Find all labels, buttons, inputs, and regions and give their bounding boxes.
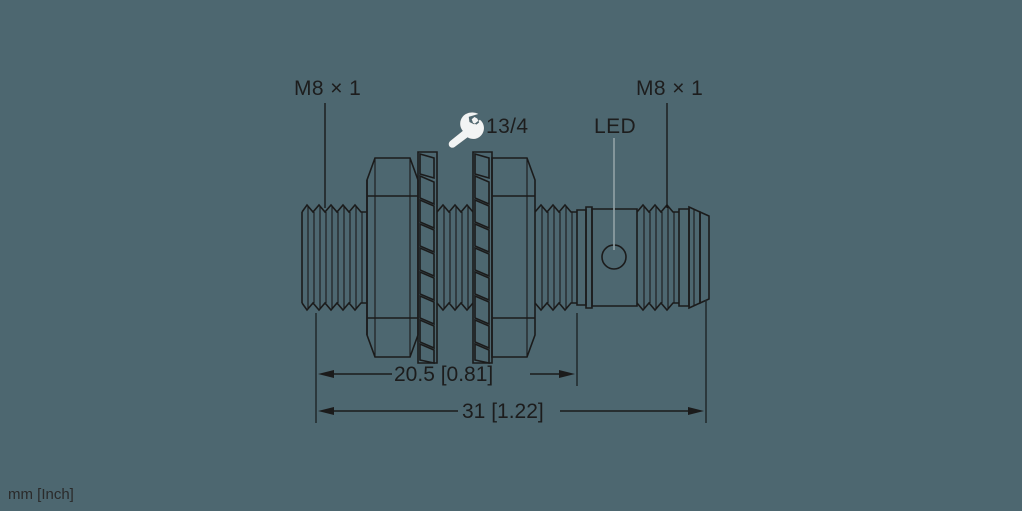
middle-thread-section (436, 203, 474, 312)
dim-arrow-right-2 (688, 407, 704, 415)
label-led: LED (594, 115, 636, 138)
front-thread-section (301, 203, 367, 312)
label-rear-thread: M8 × 1 (636, 77, 703, 100)
dim-arrow-left-2 (318, 407, 334, 415)
dimension-text-20-5: 20.5 [0.81] (394, 363, 493, 386)
label-front-thread-group: M8 × 1 (294, 77, 361, 208)
dim-arrow-left-1 (318, 370, 334, 378)
wrench-icon (448, 112, 485, 148)
rear-body-thread-section (534, 203, 577, 312)
label-rear-thread-group: M8 × 1 (636, 77, 703, 208)
label-wrench-size: 13/4 (486, 115, 528, 138)
front-toothed-washer (417, 151, 438, 364)
rear-toothed-washer (472, 151, 493, 364)
connector-barrel (576, 206, 638, 309)
dimension-31: 31 [1.22] (315, 300, 707, 423)
dimension-text-31: 31 [1.22] (462, 400, 544, 423)
dimension-20-5: 20.5 [0.81] (315, 313, 578, 386)
dim-arrow-right-1 (559, 370, 575, 378)
connector-end-cap (678, 205, 710, 310)
rear-hex-nut (491, 157, 536, 358)
label-front-thread: M8 × 1 (294, 77, 361, 100)
label-led-group: LED (594, 115, 636, 250)
units-note: mm [Inch] (8, 486, 74, 503)
rear-connector-thread (636, 203, 679, 312)
front-hex-nut (366, 157, 419, 358)
wrench-size-group: 13/4 (448, 112, 528, 148)
